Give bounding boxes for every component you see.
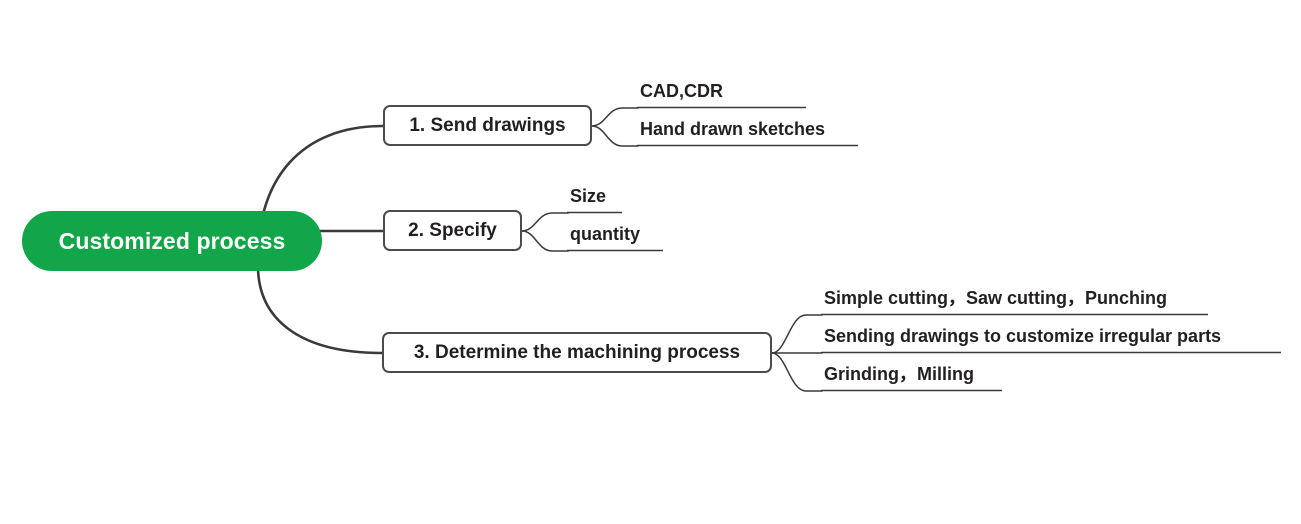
branch-node-3-label: 3. Determine the machining process (413, 341, 741, 363)
leaf-node-sending-drawings[interactable]: Sending drawings to customize irregular … (824, 326, 1222, 346)
branch-node-1-label: 1. Send drawings (409, 114, 566, 136)
connector-branch-3-to-leaf-1 (771, 314, 823, 354)
root-node-label: Customized process (58, 227, 286, 254)
leaf-node-size[interactable]: Size (570, 186, 607, 206)
branch-node-3[interactable]: 3. Determine the machining process (382, 332, 772, 373)
connector-branch-3-to-leaf-3 (771, 352, 823, 392)
branch-node-1[interactable]: 1. Send drawings (383, 105, 592, 146)
connector-branch-2-to-leaf-2 (521, 230, 569, 252)
branch-node-2-label: 2. Specify (408, 219, 497, 241)
leaf-node-cutting-methods[interactable]: Simple cutting，Saw cutting，Punching (824, 288, 1168, 308)
branch-node-2[interactable]: 2. Specify (383, 210, 522, 251)
connector-branch-2-to-leaf-1 (521, 212, 569, 232)
leaf-node-hand-drawn-sketches[interactable]: Hand drawn sketches (640, 119, 826, 139)
leaf-node-cad-cdr[interactable]: CAD,CDR (640, 81, 723, 101)
leaf-node-grinding-milling[interactable]: Grinding，Milling (824, 364, 974, 384)
connector-root-to-branch-3 (256, 264, 384, 355)
connector-branch-1-to-leaf-2 (591, 125, 639, 147)
root-node[interactable]: Customized process (22, 211, 322, 271)
connector-branch-1-to-leaf-1 (591, 107, 639, 127)
leaf-node-quantity[interactable]: quantity (570, 224, 640, 244)
